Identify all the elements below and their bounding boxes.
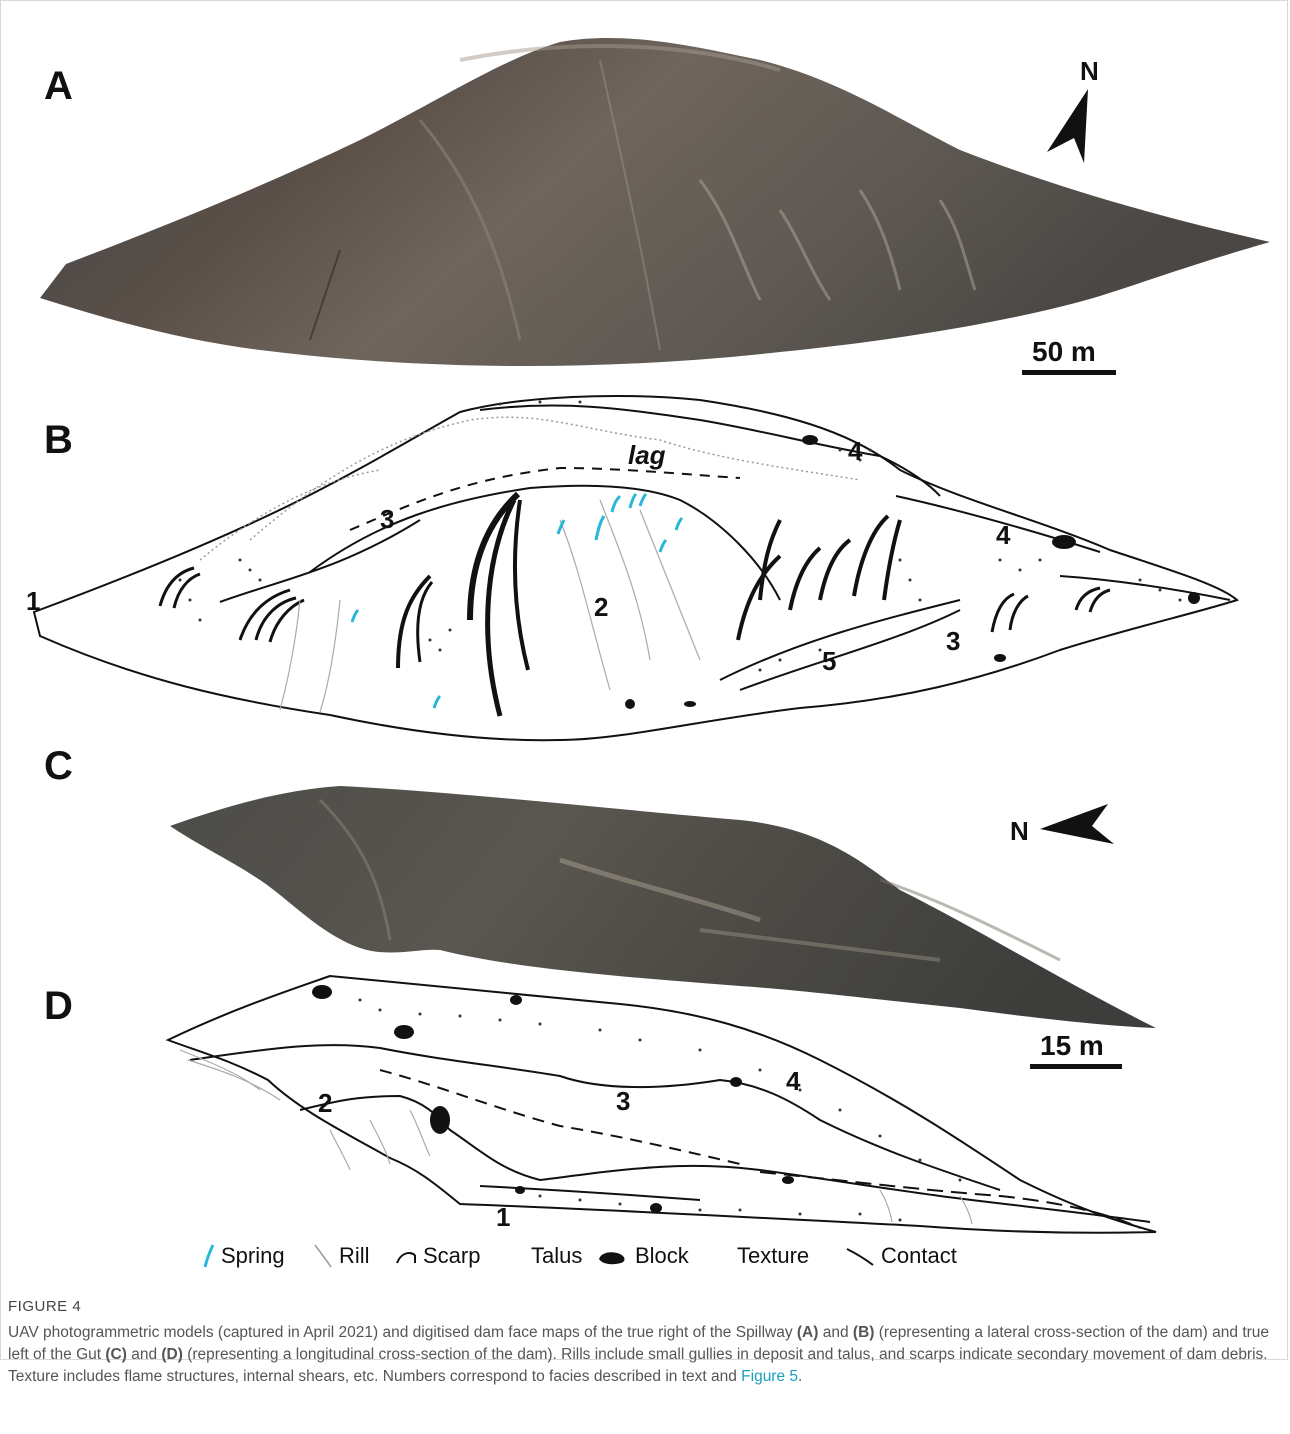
rill-icon <box>313 1243 333 1269</box>
legend-spring-label: Spring <box>221 1243 285 1269</box>
spring-icon <box>203 1243 215 1269</box>
caption-ref-a: (A) <box>797 1324 819 1341</box>
block-icon <box>595 1243 629 1269</box>
contact-icon <box>845 1243 875 1269</box>
caption-and-1: and <box>818 1324 852 1341</box>
caption-ref-d: (D) <box>161 1346 183 1363</box>
legend-talus-label: Talus <box>531 1243 582 1269</box>
caption-part-1: UAV photogrammetric models (captured in … <box>8 1324 797 1341</box>
map-d-facies-1: 1 <box>496 1202 510 1233</box>
figure-caption: UAV photogrammetric models (captured in … <box>8 1322 1278 1388</box>
legend-scarp: Scarp <box>395 1238 480 1274</box>
legend-talus: Talus <box>525 1238 582 1274</box>
figure-label: FIGURE 4 <box>8 1298 81 1315</box>
figure-5-link[interactable]: Figure 5 <box>741 1368 798 1385</box>
legend-scarp-label: Scarp <box>423 1243 480 1269</box>
map-d-facies-4: 4 <box>786 1066 800 1097</box>
scarp-icon <box>395 1243 417 1269</box>
caption-ref-c: (C) <box>105 1346 127 1363</box>
caption-part-3: (representing a longitudinal cross-secti… <box>8 1346 1268 1385</box>
legend-spring: Spring <box>203 1238 285 1274</box>
legend-rill: Rill <box>313 1238 370 1274</box>
caption-end: . <box>798 1368 802 1385</box>
legend-texture-label: Texture <box>737 1243 809 1269</box>
caption-and-2: and <box>127 1346 161 1363</box>
legend-rill-label: Rill <box>339 1243 370 1269</box>
legend-contact-label: Contact <box>881 1243 957 1269</box>
map-d-facies-3: 3 <box>616 1086 630 1117</box>
legend-contact: Contact <box>845 1238 957 1274</box>
map-d-facies-2: 2 <box>318 1088 332 1119</box>
legend-block: Block <box>595 1238 689 1274</box>
map-legend: Spring Rill Scarp Talus Block Texture Co… <box>185 1238 985 1278</box>
legend-block-label: Block <box>635 1243 689 1269</box>
legend-texture: Texture <box>731 1238 809 1274</box>
caption-ref-b: (B) <box>853 1324 875 1341</box>
